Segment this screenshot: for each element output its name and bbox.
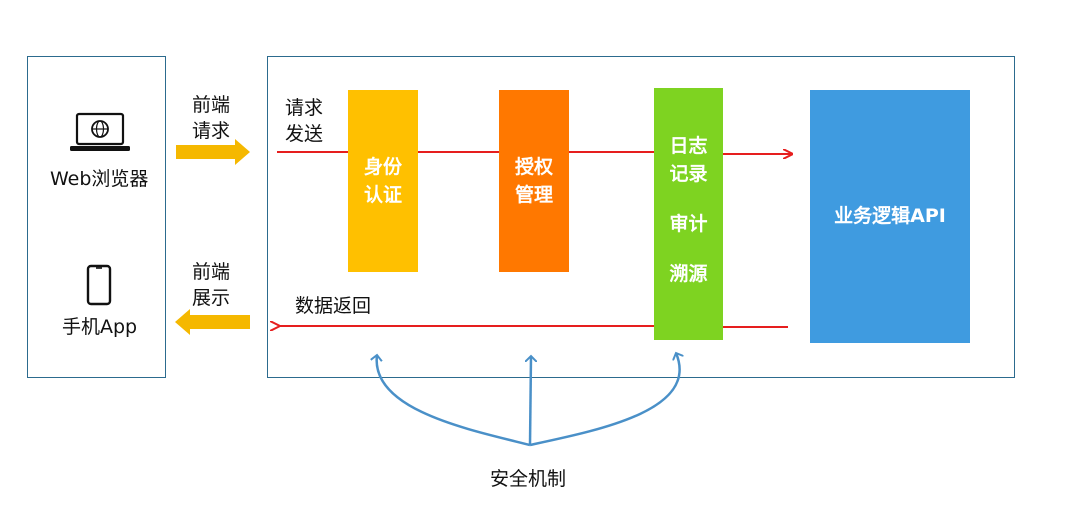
frontend-request-line-2: 请求 [192, 120, 231, 142]
frontend-request-label: 前端 请求 [192, 92, 230, 144]
authorization-line-1: 授权 [514, 156, 553, 178]
request-send-label: 请求 发送 [285, 95, 323, 147]
logging-line-4: 溯源 [669, 263, 708, 285]
business-api-block: 业务逻辑API [810, 90, 970, 343]
laptop-icon [70, 112, 130, 151]
logging-line-3: 审计 [669, 213, 708, 235]
security-curves [377, 353, 680, 447]
authorization-block: 授权 管理 [499, 90, 569, 272]
server-box [267, 56, 1015, 378]
data-return-label: 数据返回 [295, 295, 372, 317]
web-browser-label: Web浏览器 [50, 168, 149, 190]
request-send-line-1: 请求 [285, 97, 324, 119]
request-send-line-2: 发送 [285, 123, 324, 145]
return-line [279, 326, 788, 327]
phone-icon [86, 264, 112, 306]
frontend-request-arrow [176, 139, 250, 165]
frontend-display-line-1: 前端 [192, 261, 231, 283]
security-mechanism-label: 安全机制 [490, 468, 567, 490]
frontend-request-line-1: 前端 [192, 94, 231, 116]
frontend-display-arrow [175, 309, 250, 335]
frontend-display-line-2: 展示 [192, 287, 231, 309]
logging-line-2: 记录 [669, 163, 708, 185]
logging-block: 日志 记录 审计 溯源 [654, 88, 723, 340]
authorization-line-2: 管理 [514, 184, 553, 206]
logging-line-1: 日志 [669, 135, 708, 157]
client-box [27, 56, 166, 378]
authentication-line-1: 身份 [363, 156, 402, 178]
business-api-label: 业务逻辑API [834, 205, 946, 227]
authentication-block: 身份 认证 [348, 90, 418, 272]
request-line [277, 152, 792, 154]
frontend-display-label: 前端 展示 [192, 259, 230, 311]
authentication-line-2: 认证 [363, 184, 402, 206]
mobile-app-label: 手机App [62, 316, 138, 338]
